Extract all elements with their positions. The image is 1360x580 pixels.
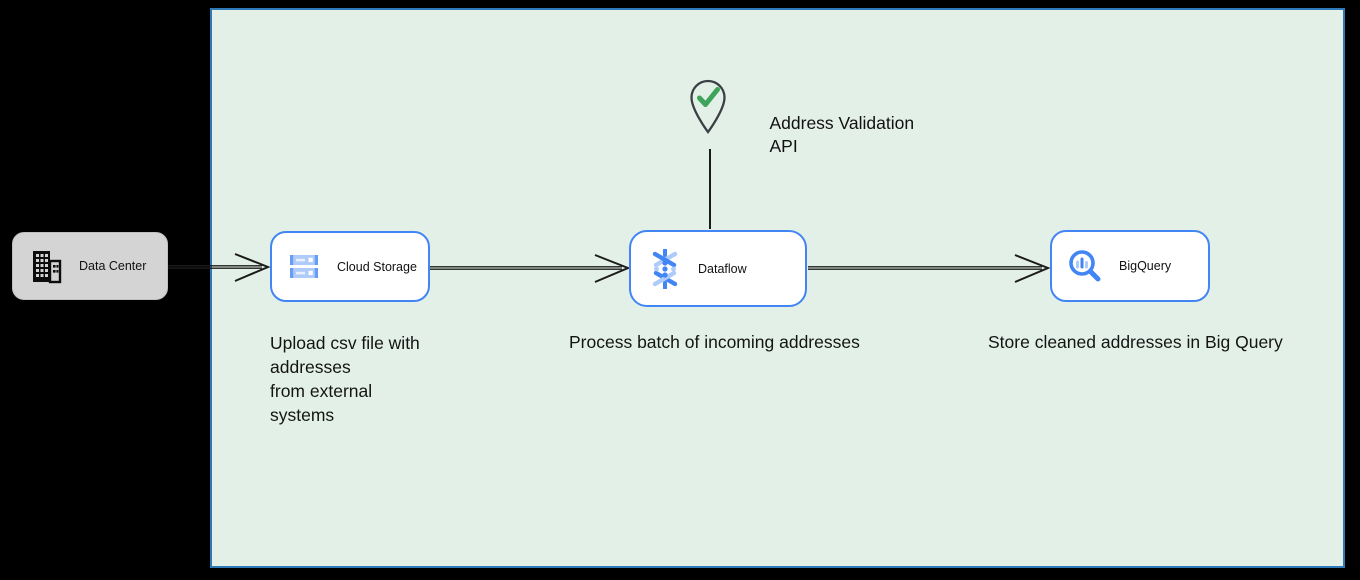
caption-dataflow: Process batch of incoming addresses (569, 332, 860, 352)
bigquery-icon (1067, 248, 1103, 284)
node-bigquery-label: BigQuery (1119, 259, 1172, 273)
cloud-storage-icon (290, 254, 318, 280)
node-bigquery[interactable]: BigQuery (1050, 230, 1210, 302)
node-data-center[interactable]: Data Center (12, 232, 168, 300)
node-data-center-label: Data Center (79, 259, 147, 273)
caption-cloud-storage: Upload csv file with addresses from exte… (270, 333, 420, 425)
node-cloud-storage-label: Cloud Storage (337, 259, 417, 274)
checkmark-icon (697, 87, 720, 107)
dataflow-icon (648, 248, 682, 289)
address-validation-pin-icon (687, 79, 731, 140)
api-marker-label: Address Validation API (769, 113, 915, 156)
node-cloud-storage[interactable]: Cloud Storage (270, 231, 430, 302)
node-dataflow-label: Dataflow (698, 261, 747, 276)
node-dataflow[interactable]: Dataflow (629, 230, 807, 307)
building-icon (30, 249, 62, 284)
caption-bigquery: Store cleaned addresses in Big Query (988, 332, 1283, 352)
